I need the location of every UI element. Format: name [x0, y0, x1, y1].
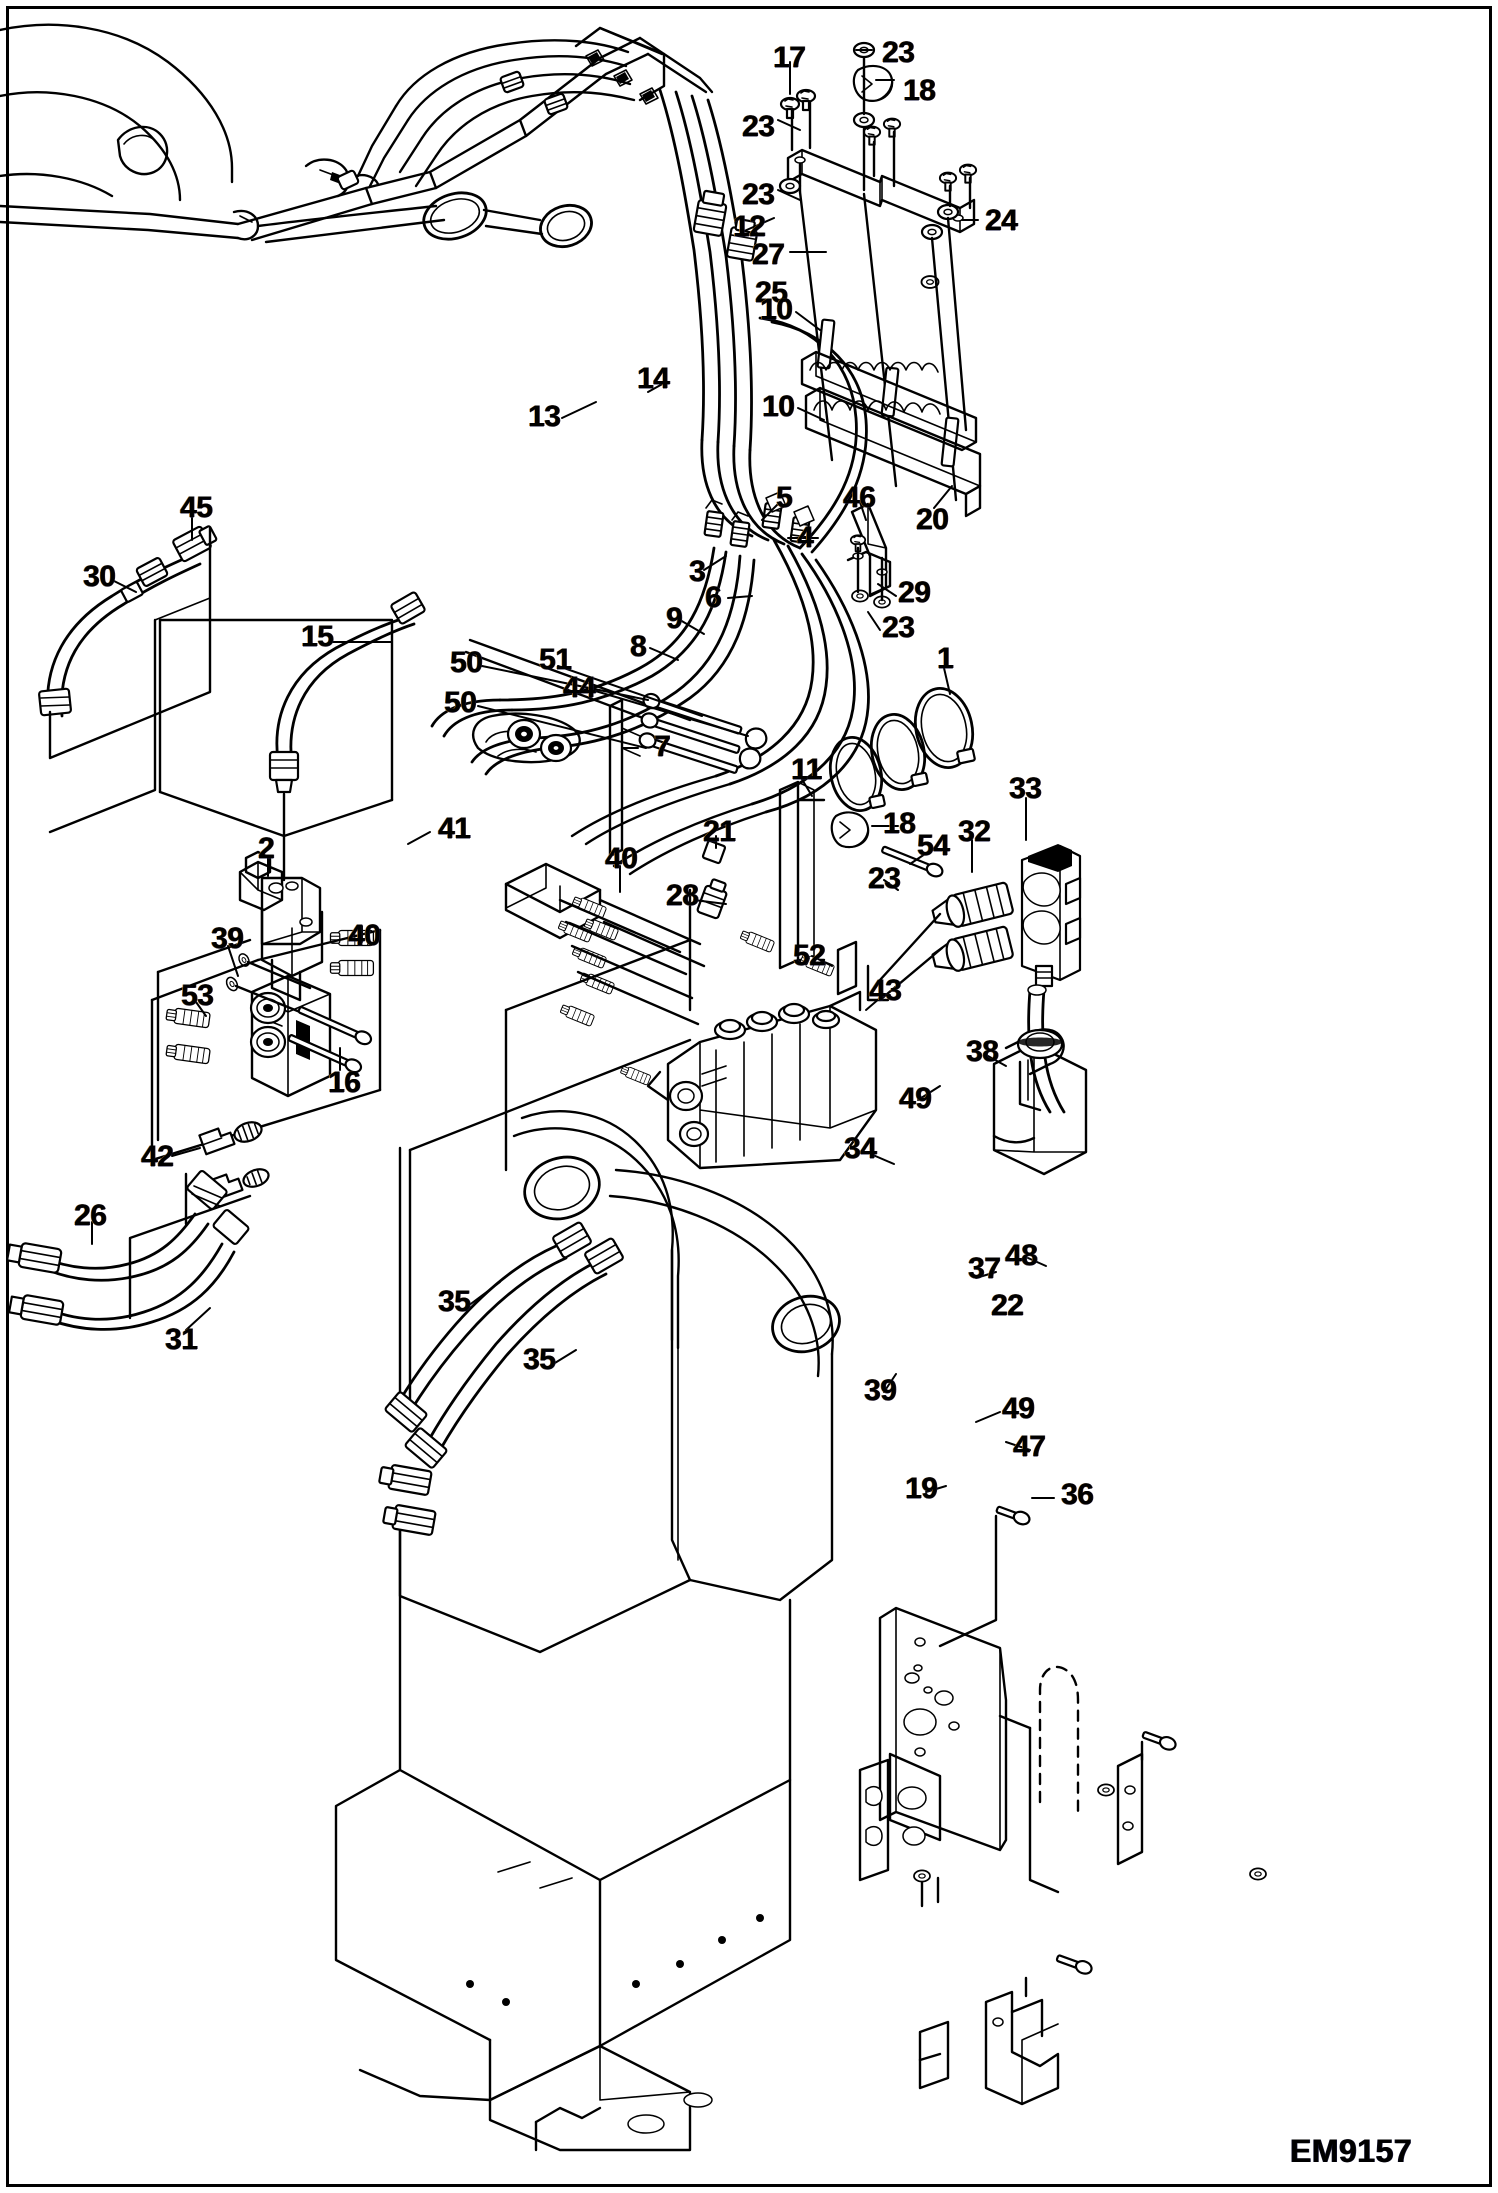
callout-leader-lines — [91, 49, 1055, 1499]
bushing-18-lower — [830, 811, 870, 849]
reservoir-tank-38 — [992, 1028, 1088, 1176]
callout-26: 26 — [74, 1199, 107, 1232]
document-id-label: EM9157 — [1290, 2133, 1413, 2169]
callout-16: 16 — [328, 1066, 361, 1099]
callout-23b: 23 — [742, 110, 775, 143]
callout-53: 53 — [181, 979, 214, 1012]
callout-23e: 23 — [868, 862, 901, 895]
clamp-rings-item-1 — [828, 687, 976, 812]
callout-9: 9 — [666, 602, 683, 635]
callout-30: 30 — [83, 560, 116, 593]
main-control-valve-block — [398, 839, 878, 1406]
callout-52: 52 — [793, 939, 826, 972]
callout-50b: 50 — [444, 686, 477, 719]
callout-45: 45 — [180, 491, 213, 524]
callout-40a: 40 — [605, 842, 638, 875]
hose-clamp-rail-assembly — [778, 41, 982, 518]
callout-20: 20 — [916, 503, 949, 536]
callout-14: 14 — [637, 362, 670, 395]
callout-11: 11 — [791, 753, 822, 786]
machine-body-outline — [0, 23, 260, 241]
callout-54: 54 — [917, 829, 950, 862]
callout-1: 1 — [937, 642, 954, 675]
solenoid-valve-assembly — [150, 850, 382, 1162]
callout-2: 2 — [258, 832, 275, 865]
callout-37: 37 — [968, 1252, 1001, 1285]
callout-51: 51 — [539, 643, 572, 676]
callout-34: 34 — [844, 1132, 877, 1165]
callout-38: 38 — [966, 1035, 999, 1068]
callout-47: 47 — [1013, 1430, 1046, 1463]
callout-10a: 10 — [760, 293, 793, 326]
callout-40b: 40 — [348, 919, 381, 952]
callout-21: 21 — [703, 815, 736, 848]
callout-18b: 18 — [883, 807, 916, 840]
callout-48: 48 — [1005, 1239, 1038, 1272]
mounting-plates-group — [858, 1505, 1267, 2106]
callout-44: 44 — [563, 671, 596, 704]
callout-24: 24 — [985, 204, 1018, 237]
small-bracket-46-29 — [846, 502, 892, 609]
callout-28: 28 — [666, 879, 699, 912]
callout-17: 17 — [773, 41, 806, 74]
callout-35b: 35 — [523, 1343, 556, 1376]
callout-43: 43 — [869, 974, 902, 1007]
callout-46: 46 — [843, 481, 876, 514]
callout-35a: 35 — [438, 1285, 471, 1318]
callout-8: 8 — [630, 630, 647, 663]
callout-10b: 10 — [762, 390, 795, 423]
quick-couplers-32-33 — [866, 844, 1082, 1114]
callout-7: 7 — [654, 730, 671, 763]
callout-13: 13 — [528, 400, 561, 433]
hose-45-30 — [38, 525, 218, 834]
callout-31: 31 — [165, 1323, 198, 1356]
callout-49b: 49 — [1002, 1392, 1035, 1425]
callout-39a: 39 — [211, 922, 244, 955]
callout-23d: 23 — [882, 611, 915, 644]
arm-hose-bundle — [658, 88, 868, 554]
callout-27: 27 — [752, 238, 785, 271]
callout-33: 33 — [1009, 772, 1042, 805]
callout-42: 42 — [141, 1140, 174, 1173]
callout-23a: 23 — [882, 36, 915, 69]
callout-49a: 49 — [899, 1082, 932, 1115]
loader-arm-assembly — [236, 26, 714, 249]
hoses-42-26-31 — [5, 1121, 270, 1331]
callout-12: 12 — [733, 210, 766, 243]
callout-3: 3 — [689, 555, 706, 588]
callout-32: 32 — [958, 815, 991, 848]
callout-5: 5 — [776, 481, 793, 514]
center-hose-group — [430, 491, 870, 970]
callout-39b: 39 — [864, 1374, 897, 1407]
callout-23c: 23 — [742, 178, 775, 211]
callout-41: 41 — [438, 812, 471, 845]
callout-50a: 50 — [450, 646, 483, 679]
callout-25: 25 — [755, 276, 788, 309]
callout-36: 36 — [1061, 1478, 1094, 1511]
callout-4: 4 — [797, 521, 814, 554]
callout-29: 29 — [898, 576, 931, 609]
callout-19: 19 — [905, 1472, 938, 1505]
callout-22: 22 — [991, 1289, 1024, 1322]
callout-6: 6 — [705, 581, 722, 614]
callout-18a: 18 — [903, 74, 936, 107]
callout-15: 15 — [301, 620, 334, 653]
hose-15 — [158, 591, 426, 882]
lower-boom-arm — [334, 1110, 841, 2152]
